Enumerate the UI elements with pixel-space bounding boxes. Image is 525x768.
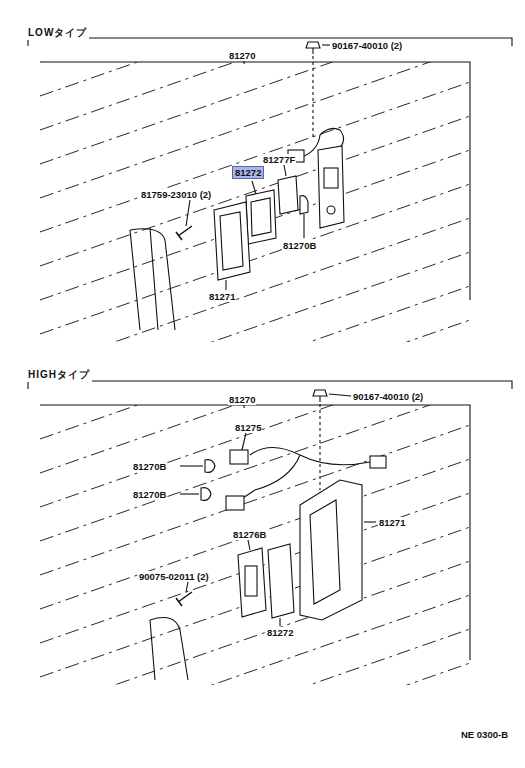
part-number: 81759-23010 (2) <box>140 189 212 200</box>
section-frame: HIGHタイプ <box>26 364 514 688</box>
part-number: 81272 <box>235 167 261 178</box>
highlight-box: 81272 <box>232 166 264 179</box>
part-number: NE 0300-B <box>460 729 509 740</box>
part-number: 81272 <box>266 627 294 638</box>
section-heading: HIGHタイプ <box>26 368 92 382</box>
part-number: 90167-40010 (2) <box>331 40 403 51</box>
part-number: 81276B <box>232 529 267 540</box>
part-number: 81271 <box>378 517 406 528</box>
part-number: 90167-40010 (2) <box>352 391 424 402</box>
part-number: 81271 <box>208 291 236 302</box>
part-number: 90075-02011 (2) <box>138 571 210 582</box>
part-number: 81270B <box>282 240 317 251</box>
part-number: 81270B <box>132 461 167 472</box>
part-number: 81270 <box>228 394 256 405</box>
part-number: 81275 <box>234 422 262 433</box>
part-number: 81270B <box>132 489 167 500</box>
section-heading: LOWタイプ <box>26 26 89 40</box>
section-frame: LOWタイプ 81272 <box>26 22 514 346</box>
part-number: 81270 <box>228 50 256 61</box>
part-number: 81277F <box>262 154 296 165</box>
